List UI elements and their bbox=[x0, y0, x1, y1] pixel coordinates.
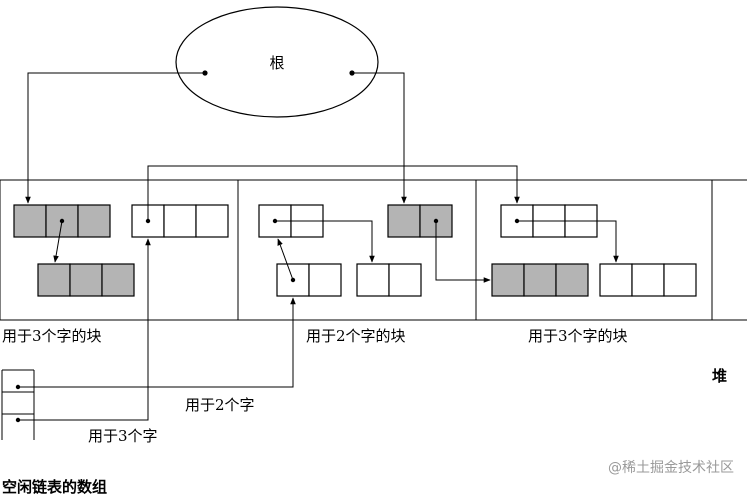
heap-band bbox=[0, 179, 747, 321]
arrow-c1-to-c3 bbox=[517, 220, 619, 263]
region-2-words bbox=[258, 204, 453, 297]
list-label-2-words: 用于2个字 bbox=[185, 396, 255, 414]
arrow-list-3-words bbox=[18, 238, 151, 421]
region-3-words-a bbox=[13, 204, 229, 297]
free-list-label: 空闲链表的数组 bbox=[2, 478, 107, 495]
block-used-b2 bbox=[387, 204, 453, 238]
block-used-c2 bbox=[491, 263, 589, 297]
region-3-words-c bbox=[491, 204, 697, 297]
root-ellipse bbox=[175, 6, 379, 118]
arrow-b3-to-b1 bbox=[277, 238, 294, 281]
arrow-root-to-b2 bbox=[352, 72, 407, 204]
arrow-a1-to-a2 bbox=[53, 220, 63, 263]
block-free-c3 bbox=[599, 263, 697, 297]
block-free-b3 bbox=[276, 263, 342, 297]
watermark: @稀土掘金技术社区 bbox=[608, 460, 734, 476]
free-list-array bbox=[1, 238, 296, 440]
root-set: 根 bbox=[175, 6, 379, 118]
arrow-a3-to-c1 bbox=[147, 165, 520, 221]
root-label: 根 bbox=[269, 54, 284, 72]
arrow-b1-to-b4 bbox=[275, 220, 375, 263]
block-free-b4 bbox=[356, 263, 422, 297]
block-free-a3 bbox=[131, 204, 229, 238]
heap-label: 堆 bbox=[712, 367, 727, 385]
block-used-a2 bbox=[37, 263, 135, 297]
pointer-arrows bbox=[25, 72, 619, 283]
arrow-b2-to-c2 bbox=[435, 221, 491, 283]
region-label-3: 用于3个字的块 bbox=[528, 327, 628, 345]
region-label-2: 用于2个字的块 bbox=[306, 327, 406, 345]
list-label-3-words: 用于3个字 bbox=[88, 427, 158, 445]
block-used-a1 bbox=[13, 204, 111, 238]
arrow-root-to-a1 bbox=[25, 72, 205, 204]
region-label-1: 用于3个字的块 bbox=[2, 327, 102, 345]
arrow-list-2-words bbox=[18, 297, 296, 388]
